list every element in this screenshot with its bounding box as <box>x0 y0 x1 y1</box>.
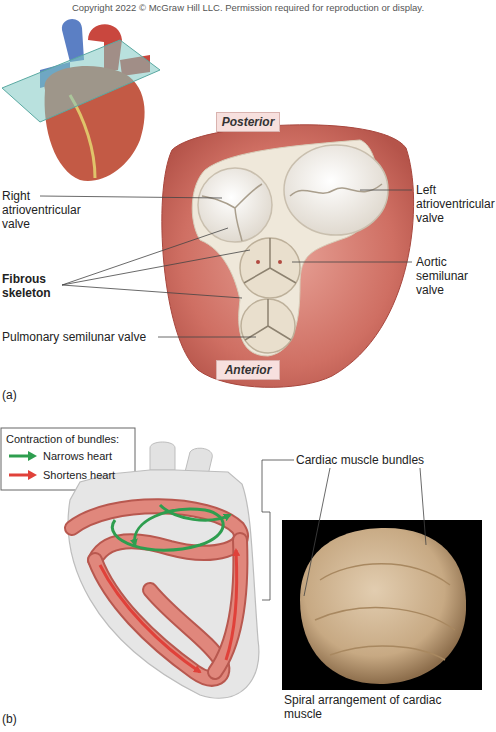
orientation-label: Posterior <box>222 115 275 129</box>
panel-letter: (a) <box>2 388 32 402</box>
legend-box <box>1 428 135 490</box>
orientation-label: Anterior <box>225 363 272 377</box>
heart-cross-section <box>162 125 414 388</box>
part-label: Right atrioventricular valve <box>2 189 97 231</box>
thumbnail-heart <box>2 19 160 181</box>
part-label: Spiral arrangement of cardiac muscle <box>284 693 454 721</box>
legend-arrow-shaft <box>9 474 30 477</box>
orientation-box: Posterior <box>216 112 280 132</box>
part-label: Pulmonary semilunar valve <box>2 330 162 344</box>
part-label: Left atrioventricular valve <box>416 183 496 225</box>
legend-arrow-head <box>28 470 37 480</box>
copyright-notice: Copyright 2022 © McGraw Hill LLC. Permis… <box>0 2 496 14</box>
legend-entry: Shortens heart <box>8 469 115 481</box>
legend-arrow <box>8 469 38 481</box>
heart-photo <box>282 520 482 690</box>
legend-text: Narrows heart <box>43 450 112 462</box>
leader-lines <box>262 460 426 600</box>
legend-arrow-head <box>28 451 37 461</box>
panel-letter: (b) <box>2 712 32 726</box>
legend-arrow-shaft <box>9 455 30 458</box>
legend-text: Shortens heart <box>43 469 115 481</box>
leader-lines <box>40 190 412 337</box>
part-label: Aortic semilunar valve <box>416 255 496 297</box>
legend-title: Contraction of bundles: <box>6 433 134 446</box>
orientation-box: Anterior <box>216 360 280 380</box>
legend-entry: Narrows heart <box>8 450 112 462</box>
part-label: Fibrous skeleton <box>2 272 62 300</box>
part-label: Cardiac muscle bundles <box>296 453 496 467</box>
legend-arrow <box>8 450 38 462</box>
